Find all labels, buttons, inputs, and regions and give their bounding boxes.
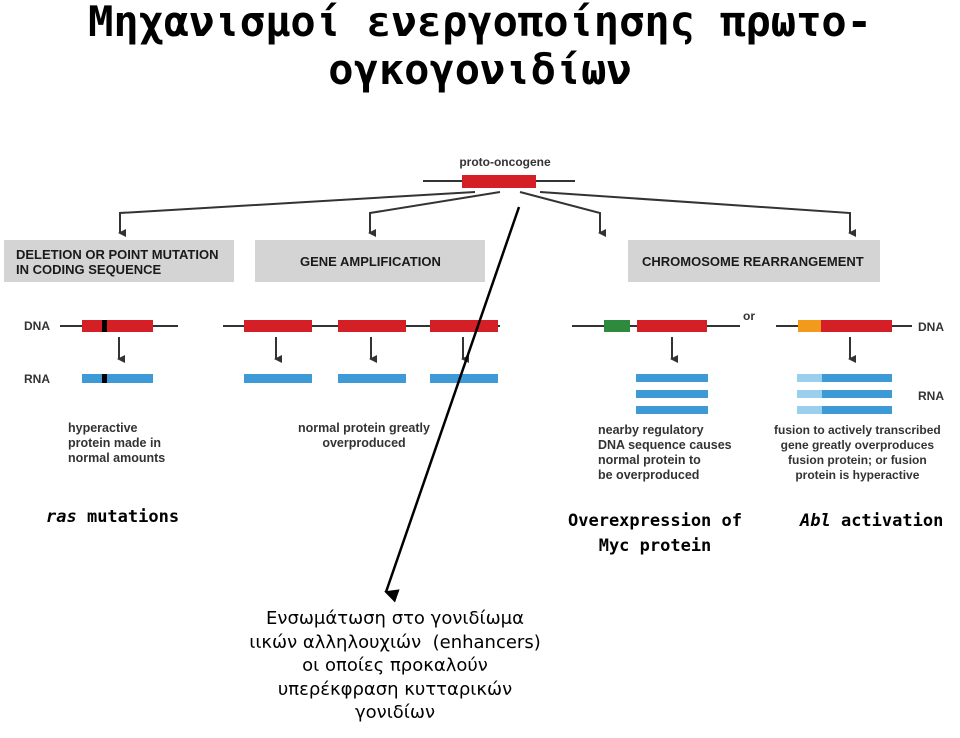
regulatory-sequence bbox=[604, 320, 630, 332]
mutation-mark-dna bbox=[102, 320, 107, 332]
note-overproduced-line-2: overproduced bbox=[322, 436, 406, 450]
amplification-banner-label: GENE AMPLIFICATION bbox=[300, 254, 441, 269]
branch-line-deletion bbox=[118, 191, 476, 237]
deletion-mutation-banner: DELETION OR POINT MUTATION IN CODING SEQ… bbox=[4, 240, 234, 282]
rna-label-left: RNA bbox=[24, 372, 50, 386]
note-fusion-line-2: gene greatly overproduces bbox=[780, 438, 935, 452]
note-regulatory-line-2: DNA sequence causes bbox=[598, 438, 732, 452]
caption-abl: Abl activation bbox=[800, 509, 943, 534]
fusion-partner-gene bbox=[798, 320, 821, 332]
rna-regulatory-3 bbox=[636, 406, 708, 414]
dna-label-right: DNA bbox=[918, 320, 944, 334]
note-overproduced-line-1: normal protein greatly bbox=[298, 421, 430, 435]
caption-abl-italic: Abl bbox=[800, 511, 831, 531]
viral-note-line-1: Ενσωμάτωση στο γονιδίωμα bbox=[266, 608, 524, 629]
caption-ras: ras mutations bbox=[46, 505, 179, 530]
note-overproduced: normal protein greatly overproduced bbox=[298, 421, 430, 451]
note-hyperactive-line-1: hyperactive bbox=[68, 421, 138, 435]
mutation-mark-rna bbox=[102, 374, 107, 383]
note-fusion-line-1: fusion to actively transcribed bbox=[774, 423, 941, 437]
note-fusion: fusion to actively transcribed gene grea… bbox=[774, 423, 941, 483]
note-regulatory-line-4: be overproduced bbox=[598, 468, 700, 482]
note-hyperactive: hyperactive protein made in normal amoun… bbox=[68, 421, 165, 466]
viral-enhancer-note: Ενσωμάτωση στο γονιδίωμα ιικών αλληλουχι… bbox=[160, 607, 630, 725]
gene-amplification-banner: GENE AMPLIFICATION bbox=[255, 240, 485, 282]
note-regulatory-line-3: normal protein to bbox=[598, 453, 701, 467]
proto-oncogene-label: proto-oncogene bbox=[459, 155, 551, 169]
caption-ras-rest: mutations bbox=[76, 507, 180, 527]
top-gene-box bbox=[462, 175, 536, 188]
rna-label-right: RNA bbox=[918, 389, 944, 403]
deletion-banner-line-1: DELETION OR POINT MUTATION bbox=[16, 247, 219, 262]
rna-copy-3 bbox=[430, 374, 498, 383]
dna-gene-mutation bbox=[82, 320, 153, 332]
note-fusion-line-4: protein is hyperactive bbox=[795, 468, 920, 482]
rna-copy-1 bbox=[244, 374, 312, 383]
viral-note-line-4: υπερέκφραση κυτταρικών bbox=[277, 678, 513, 700]
caption-ras-italic: ras bbox=[46, 507, 77, 527]
note-regulatory-line-1: nearby regulatory bbox=[598, 423, 704, 437]
dna-gene-fusion bbox=[821, 320, 892, 332]
viral-note-line-2: ιικών αλληλουχιών (enhancers) bbox=[249, 631, 541, 653]
rna-copy-2 bbox=[338, 374, 406, 383]
rna-fusion-stack bbox=[797, 374, 892, 414]
branch-line-rearrangement-right bbox=[539, 191, 856, 237]
deletion-banner-line-2: IN CODING SEQUENCE bbox=[16, 262, 162, 277]
dna-gene-copy-2 bbox=[338, 320, 406, 332]
rna-mutation bbox=[82, 374, 153, 383]
rna-regulatory-1 bbox=[636, 374, 708, 382]
caption-myc-line-1: Overexpression of bbox=[568, 511, 742, 531]
title-line-1: Μηχανισμοί ενεργοποίησης πρωτο- bbox=[88, 0, 872, 46]
caption-myc-line-2: Myc protein bbox=[598, 536, 712, 556]
dna-gene-copy-3 bbox=[430, 320, 498, 332]
dna-gene-regulatory bbox=[637, 320, 707, 332]
insertion-arrow bbox=[384, 206, 521, 603]
rearrangement-banner-label: CHROMOSOME REARRANGEMENT bbox=[642, 254, 864, 269]
dna-label-left: DNA bbox=[24, 319, 50, 333]
viral-note-line-5: γονιδίων bbox=[354, 702, 436, 723]
caption-abl-rest: activation bbox=[830, 511, 944, 531]
caption-myc: Overexpression of Myc protein bbox=[548, 509, 762, 559]
chromosome-rearrangement-banner: CHROMOSOME REARRANGEMENT bbox=[628, 240, 880, 282]
note-hyperactive-line-2: protein made in bbox=[68, 436, 162, 450]
title-line-2: ογκογονιδίων bbox=[328, 45, 632, 94]
note-hyperactive-line-3: normal amounts bbox=[68, 451, 166, 465]
dna-gene-copy-1 bbox=[244, 320, 312, 332]
note-regulatory: nearby regulatory DNA sequence causes no… bbox=[598, 423, 732, 483]
note-fusion-line-3: fusion protein; or fusion bbox=[788, 453, 927, 467]
slide-title: Μηχανισμοί ενεργοποίησης πρωτο- ογκογονι… bbox=[0, 0, 960, 94]
or-label: or bbox=[743, 309, 755, 323]
rna-regulatory-2 bbox=[636, 390, 708, 398]
viral-note-line-3: οι οποίες προκαλούν bbox=[302, 655, 488, 676]
branch-line-amplification bbox=[368, 191, 501, 237]
branch-line-rearrangement-left bbox=[519, 191, 606, 237]
